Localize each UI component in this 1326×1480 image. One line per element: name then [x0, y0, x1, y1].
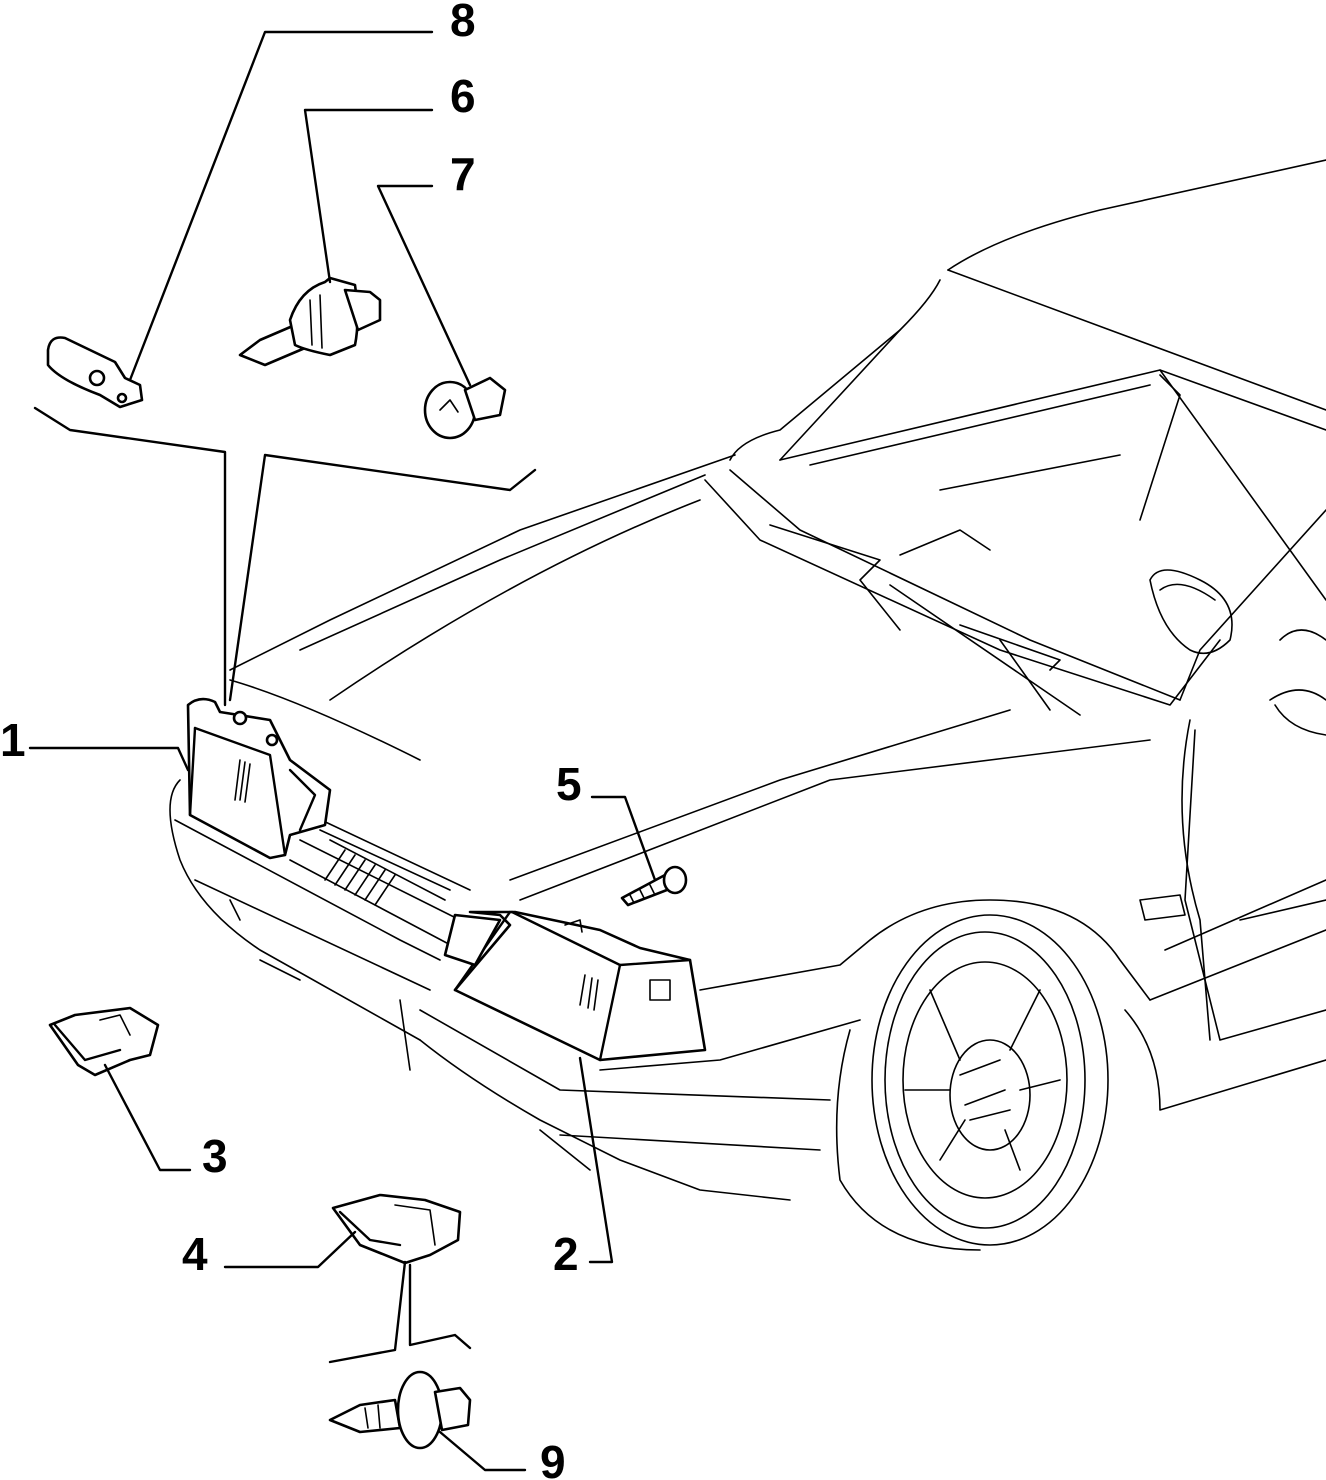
callout-9: 9: [540, 1436, 566, 1480]
side-light-bulb: [46, 336, 144, 409]
callout-3: 3: [202, 1130, 228, 1182]
car-body-outline: [169, 159, 1326, 1251]
mounting-screw: [620, 865, 688, 907]
leader-lines: [28, 30, 657, 1472]
callout-6: 6: [450, 70, 476, 122]
indicator-bulb: [423, 376, 507, 440]
callout-2: 2: [553, 1228, 579, 1280]
right-headlamp: [443, 910, 707, 1062]
callout-7: 7: [450, 148, 476, 200]
left-headlamp: [186, 697, 332, 860]
halogen-bulb: [238, 276, 382, 367]
fog-lamp-left: [48, 1006, 160, 1077]
callout-4: 4: [182, 1228, 208, 1280]
fog-lamp-right: [331, 1193, 462, 1265]
fog-lamp-bulb: [328, 1370, 472, 1450]
callout-8: 8: [450, 0, 476, 46]
callout-5: 5: [556, 758, 582, 810]
callout-labels: 8 6 7 1 5 3 2 4 9: [0, 0, 582, 1480]
front-wheel: [871, 914, 1109, 1246]
callout-1: 1: [0, 714, 26, 766]
